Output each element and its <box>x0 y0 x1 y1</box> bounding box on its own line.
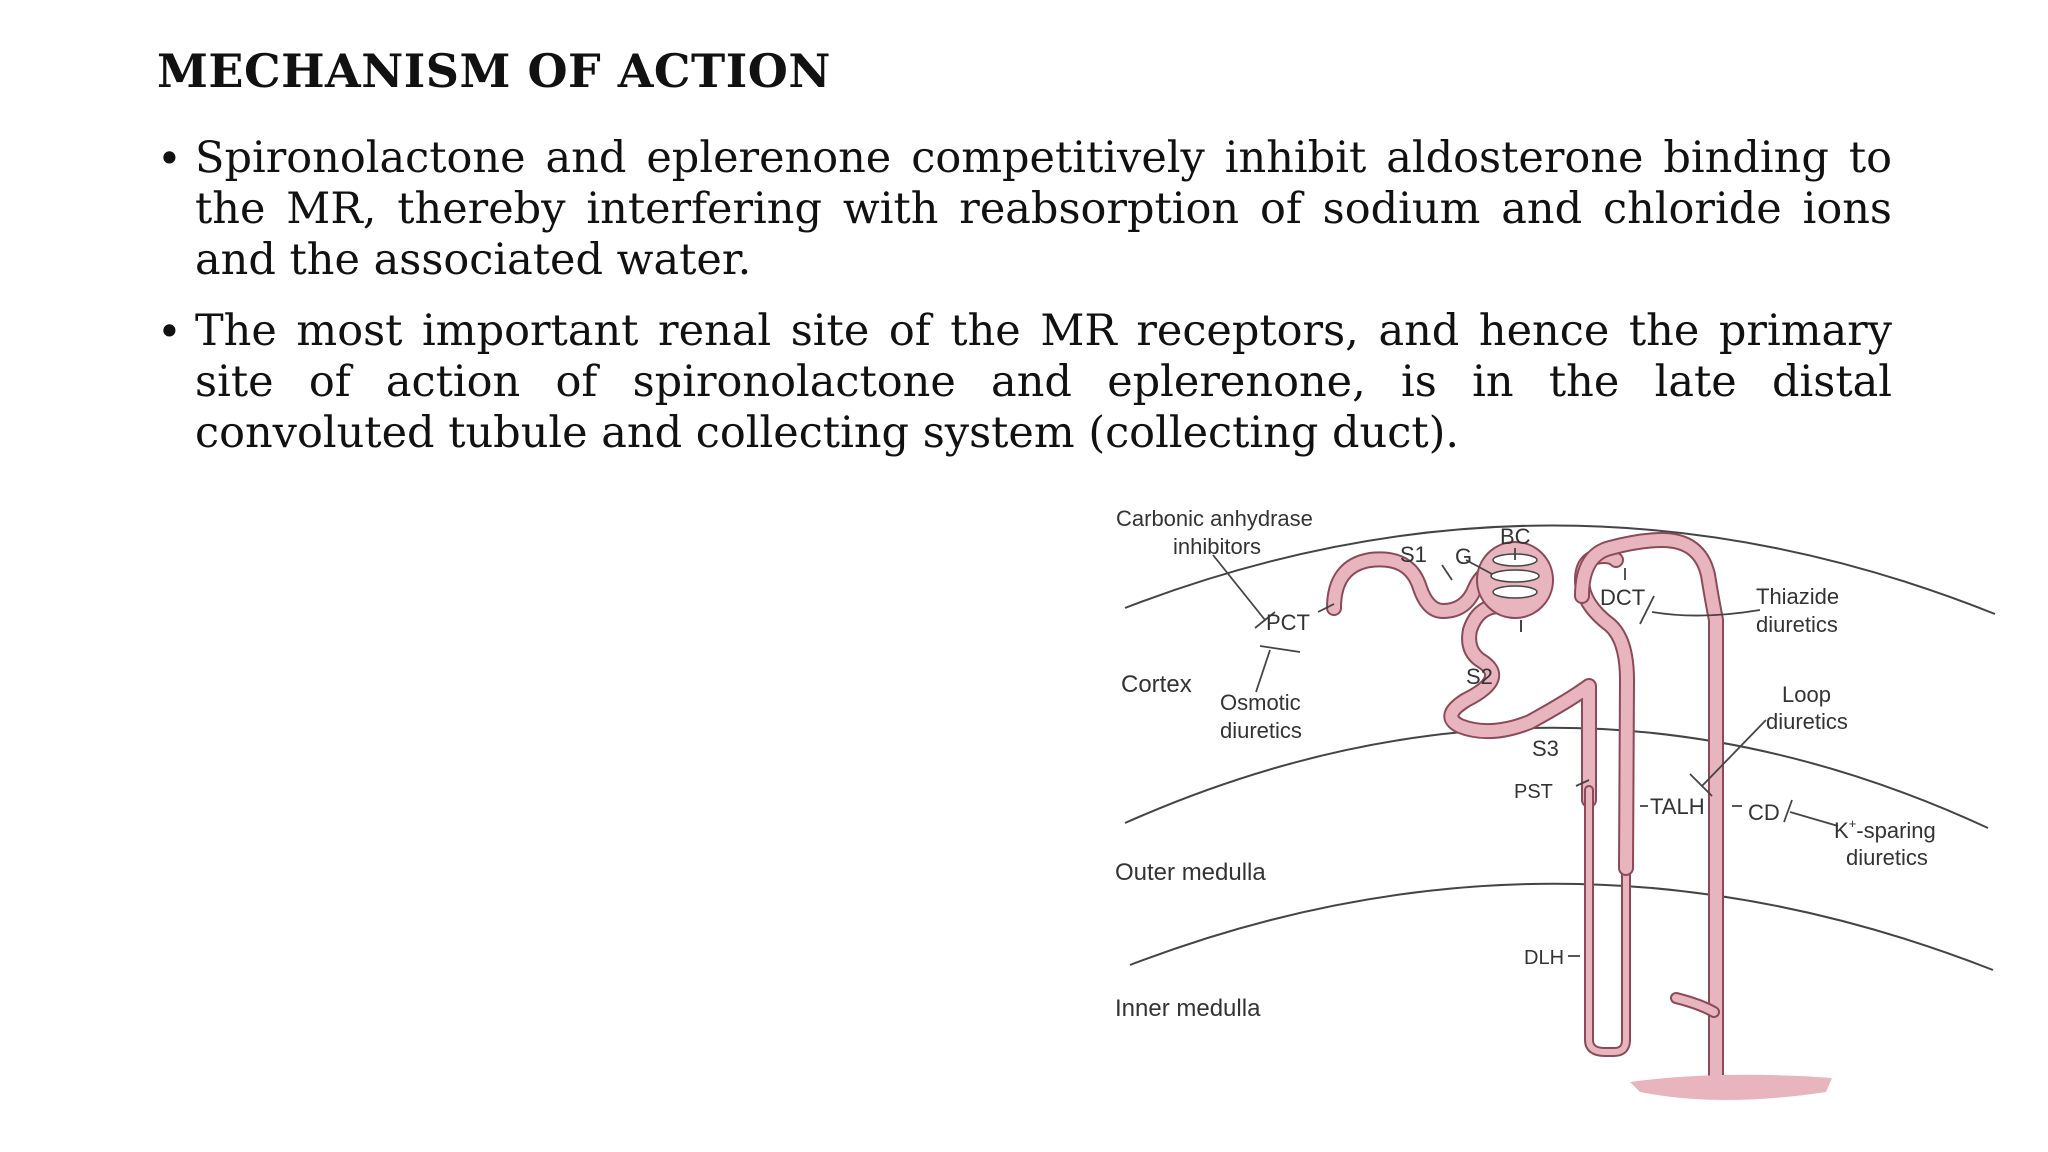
cortex-boundary-arc <box>1124 524 1996 615</box>
label-osmotic-line2: diuretics <box>1220 718 1302 743</box>
bullet-marker: • <box>157 307 182 356</box>
label-cortex: Cortex <box>1121 671 1192 698</box>
bullet-item: • Spironolactone and eplerenone competit… <box>157 133 1892 286</box>
outer-medulla-boundary-arc <box>1124 726 1989 829</box>
label-outer-medulla: Outer medulla <box>1115 859 1266 886</box>
s1-leader <box>1441 564 1453 581</box>
drug-leader-lines <box>1212 548 1839 957</box>
label-pct: PCT <box>1266 610 1310 635</box>
label-carbonic-line2: inhibitors <box>1173 534 1261 559</box>
label-thiazide-line1: Thiazide <box>1756 584 1839 609</box>
bullet-text: The most important renal site of the MR … <box>195 306 1892 458</box>
label-osmotic-line1: Osmotic <box>1220 690 1301 715</box>
label-bc: BC <box>1500 524 1531 549</box>
osmotic-leader <box>1255 649 1271 693</box>
label-cd: CD <box>1748 800 1780 825</box>
label-carbonic-line1: Carbonic anhydrase <box>1116 506 1313 531</box>
label-talh: TALH <box>1650 794 1705 819</box>
glomerulus <box>1476 541 1554 632</box>
papilla-tip <box>1630 1074 1832 1100</box>
pct-leader <box>1317 603 1335 613</box>
label-inner-medulla: Inner medulla <box>1115 995 1261 1022</box>
label-s3: S3 <box>1532 736 1559 761</box>
bullet-list: • Spironolactone and eplerenone competit… <box>157 133 1892 479</box>
slide-title: MECHANISM OF ACTION <box>157 44 831 98</box>
bullet-item: • The most important renal site of the M… <box>157 306 1892 459</box>
thiazide-leader <box>1651 609 1761 617</box>
label-dlh: DLH <box>1524 947 1564 969</box>
label-pst: PST <box>1514 781 1553 803</box>
label-g: G <box>1455 544 1472 569</box>
ksparing-leader <box>1789 811 1839 827</box>
carbonic-leader <box>1212 554 1266 621</box>
label-thiazide-line2: diuretics <box>1756 612 1838 637</box>
g-leader <box>1465 559 1493 575</box>
inner-medulla-boundary-arc <box>1129 882 1994 971</box>
label-dct: DCT <box>1600 585 1645 610</box>
pst-leader <box>1575 779 1590 787</box>
loop-leader <box>1701 719 1767 787</box>
bullet-marker: • <box>157 134 182 183</box>
bullet-text: Spironolactone and eplerenone competitiv… <box>195 133 1892 285</box>
label-ksparing-line2: diuretics <box>1846 845 1928 870</box>
label-loop-line2: diuretics <box>1766 709 1848 734</box>
label-s1: S1 <box>1400 542 1427 567</box>
label-loop-line1: Loop <box>1782 682 1831 707</box>
label-s2: S2 <box>1466 664 1493 689</box>
label-ksparing-line1: K+-sparing <box>1834 816 1936 843</box>
